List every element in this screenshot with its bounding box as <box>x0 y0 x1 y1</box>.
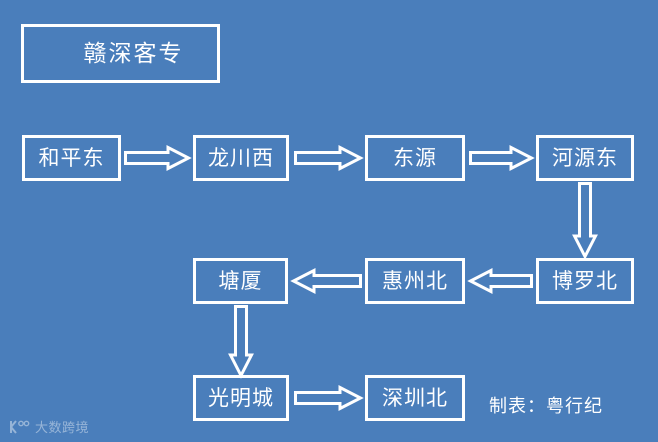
credit-label: 制表：粤行纪 <box>489 396 603 416</box>
station-label-boluo-bei: 博罗北 <box>552 269 618 293</box>
station-box-shenzhen-bei[interactable]: 深圳北 <box>365 375 465 421</box>
station-box-boluo-bei[interactable]: 博罗北 <box>536 258 634 304</box>
station-label-dongyuan: 东源 <box>393 146 437 170</box>
arrow-tangxia-to-guangmingcheng <box>228 305 254 379</box>
station-label-tangxia: 塘厦 <box>218 269 263 293</box>
station-label-heping-dong: 和平东 <box>38 146 105 170</box>
diagram-title-label: 赣深客专 <box>83 40 184 66</box>
watermark-label: 大数跨境 <box>35 420 90 435</box>
station-label-heyuan-dong: 河源东 <box>552 146 618 170</box>
diagram-title-box: 赣深客专 <box>21 24 220 83</box>
arrow-heyuan-dong-to-boluo-bei <box>572 182 598 260</box>
station-box-heyuan-dong[interactable]: 河源东 <box>536 135 634 181</box>
arrow-huizhou-bei-to-tangxia <box>290 268 362 294</box>
station-box-guangmingcheng[interactable]: 光明城 <box>193 375 289 421</box>
station-box-longchuan-xi[interactable]: 龙川西 <box>193 135 289 181</box>
station-box-tangxia[interactable]: 塘厦 <box>193 258 288 304</box>
arrow-boluo-bei-to-huizhou-bei <box>467 268 533 294</box>
station-label-guangmingcheng: 光明城 <box>208 386 274 410</box>
station-label-longchuan-xi: 龙川西 <box>208 146 274 170</box>
station-label-shenzhen-bei: 深圳北 <box>382 386 448 410</box>
watermark-logo-icon <box>8 419 30 435</box>
station-box-huizhou-bei[interactable]: 惠州北 <box>365 258 465 304</box>
arrow-longchuan-xi-to-dongyuan <box>294 145 364 171</box>
station-box-heping-dong[interactable]: 和平东 <box>22 135 121 181</box>
station-label-huizhou-bei: 惠州北 <box>382 269 448 293</box>
arrow-dongyuan-to-heyuan-dong <box>469 145 535 171</box>
arrow-guangmingcheng-to-shenzhen-bei <box>294 385 364 411</box>
station-box-dongyuan[interactable]: 东源 <box>365 135 465 181</box>
watermark: 大数跨境 <box>8 417 89 436</box>
arrow-heping-dong-to-longchuan-xi <box>124 145 192 171</box>
